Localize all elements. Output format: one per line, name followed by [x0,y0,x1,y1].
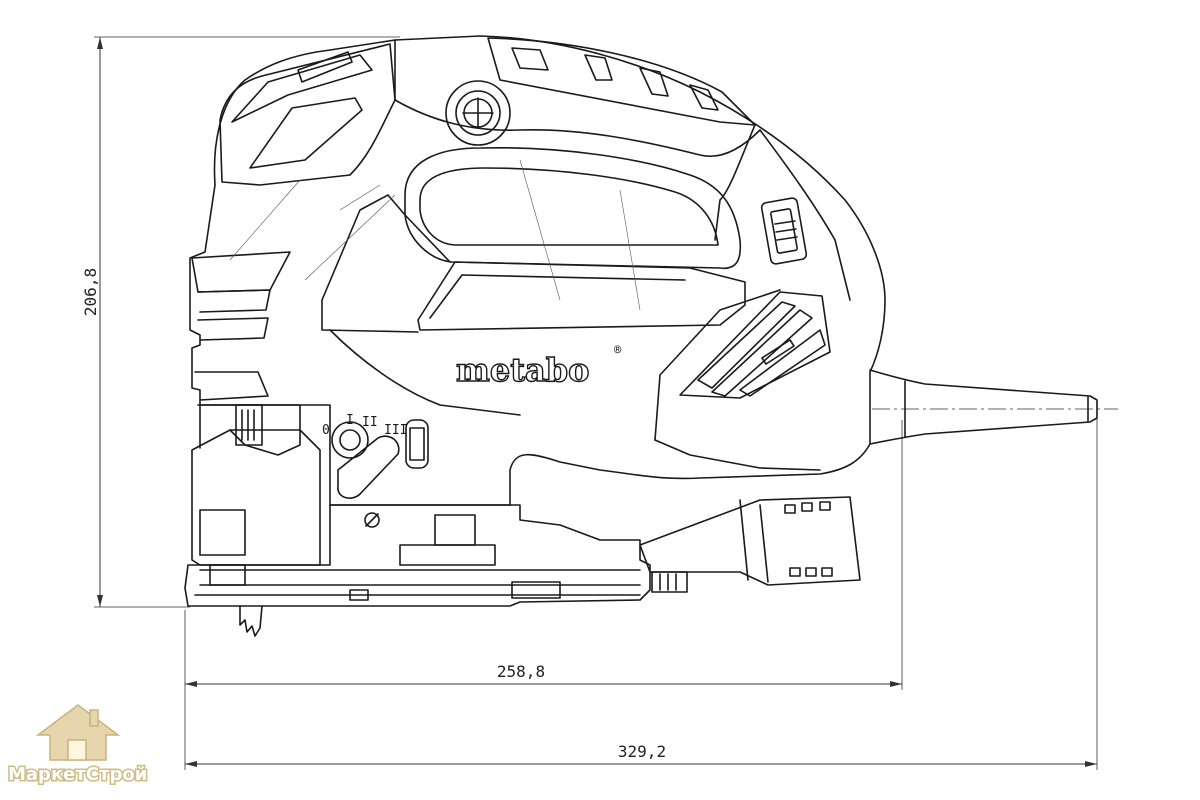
construction-lines [229,159,641,311]
jigsaw-outline [184,35,1098,637]
watermark-text: МаркетСтрой [8,764,147,785]
base-plate [184,504,651,607]
dimension-lines [94,36,1118,770]
mode-label-0: 0 [322,423,330,438]
mode-label-3: III [384,423,407,438]
length-total-dimension-label: 329,2 [618,742,666,761]
on-off-switch [760,197,808,265]
height-dimension-label: 206,8 [81,268,100,316]
length-tool-dimension-label: 258,8 [497,662,545,681]
house-icon [35,704,121,761]
saw-blade [239,605,263,637]
cable [869,369,1098,445]
mode-label-2: II [362,415,378,430]
housing-outer [189,35,886,506]
vent-slots [679,291,831,399]
brand-logo: metabo [456,351,589,389]
mode-labels: 0 I II III [322,413,407,438]
registered-mark: ® [614,343,622,357]
watermark: МаркетСтрой [7,704,149,787]
handle-opening [404,146,742,270]
trigger [417,261,746,331]
pendulum-lever [337,435,400,499]
mode-label-1: I [346,413,354,428]
